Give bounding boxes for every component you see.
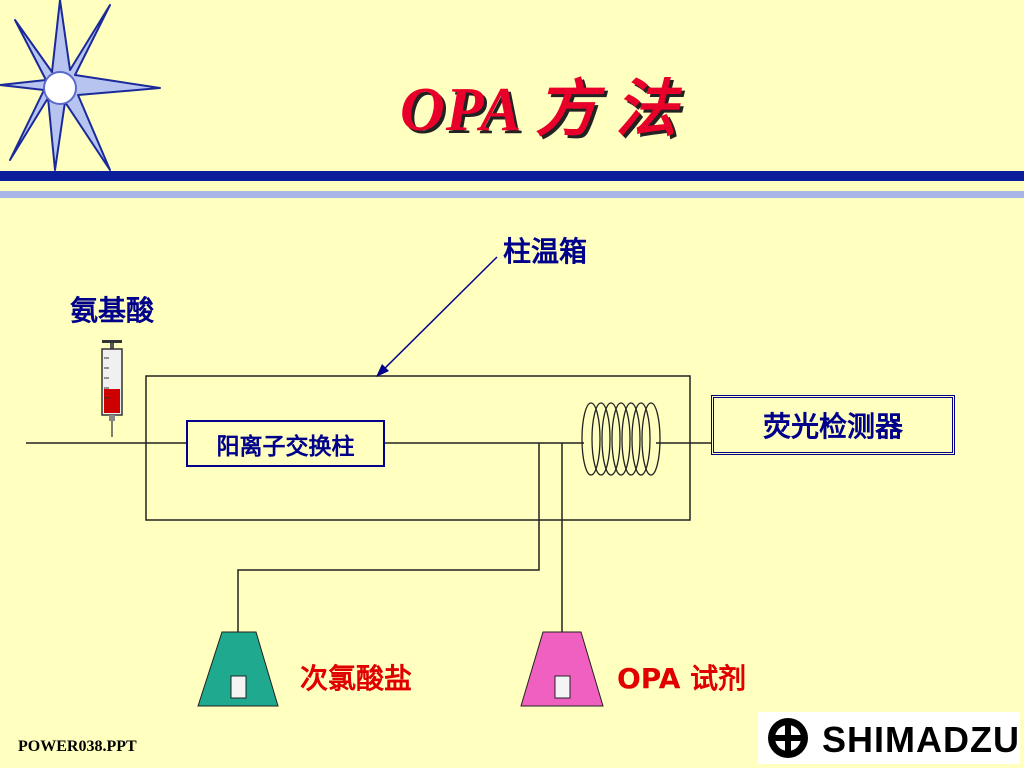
star-burst-icon bbox=[0, 0, 161, 171]
coil-icon bbox=[581, 402, 661, 476]
footer-filename: POWER038.PPT bbox=[18, 738, 137, 755]
opa-reagent-label: OPA 试剂 bbox=[617, 662, 747, 695]
oven-pointer-arrow bbox=[376, 256, 498, 377]
title-rule-dark bbox=[0, 171, 1024, 181]
fluorescence-detector-label: 荧光检测器 bbox=[762, 410, 903, 443]
hypochlorite-label: 次氯酸盐 bbox=[300, 662, 413, 695]
hypochlorite-line bbox=[237, 443, 540, 690]
cation-exchange-column-label: 阳离子交换柱 bbox=[216, 433, 355, 460]
logo-text: SHIMADZU bbox=[822, 719, 1020, 760]
title-rule-light bbox=[0, 191, 1024, 198]
amino-acid-label: 氨基酸 bbox=[70, 294, 155, 327]
page-title: OPA 方 法 bbox=[400, 76, 678, 144]
shimadzu-logo: SHIMADZU bbox=[758, 712, 1020, 764]
hypochlorite-bottle bbox=[197, 631, 279, 707]
opa-reagent-bottle bbox=[520, 631, 604, 707]
cation-exchange-column: 阳离子交换柱 bbox=[186, 420, 385, 467]
column-oven-label: 柱温箱 bbox=[503, 235, 588, 268]
syringe-icon bbox=[101, 340, 123, 437]
shimadzu-logo-icon bbox=[768, 718, 808, 758]
fluorescence-detector: 荧光检测器 bbox=[711, 395, 955, 455]
column-oven-box bbox=[145, 375, 691, 521]
